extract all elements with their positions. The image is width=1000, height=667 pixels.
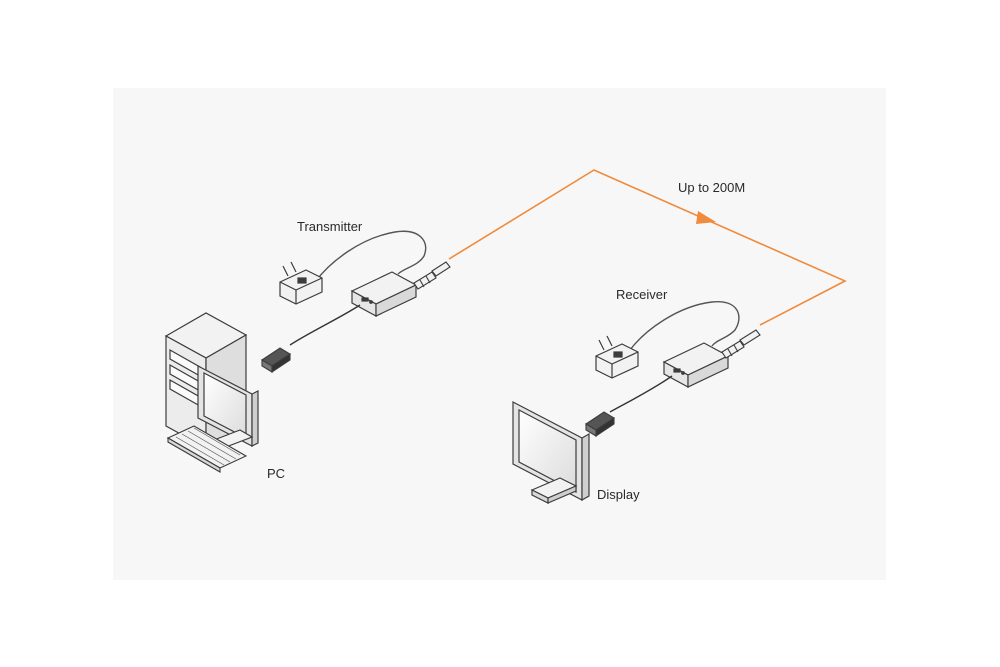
display-monitor-icon [512,401,590,504]
rx-hdmi-plug-icon [584,411,616,438]
pc-label: PC [267,466,286,481]
fiber-cable [448,169,847,326]
transmitter-label: Transmitter [297,219,363,234]
keyboard-icon [166,425,248,473]
distance-label: Up to 200M [678,180,746,195]
display-label: Display [597,487,640,502]
rx-hdmi-cable [609,375,673,413]
rx-power-cable [629,301,740,351]
tx-power-adapter-icon [279,261,323,305]
direction-arrow-icon [696,211,716,224]
rx-fiber-connector-icon [721,329,761,359]
receiver-label: Receiver [616,287,668,302]
receiver-box-icon [662,342,730,389]
tx-hdmi-cable [289,304,361,346]
transmitter-box-icon [350,271,418,318]
tx-fiber-connector-icon [413,261,451,290]
rx-power-adapter-icon [595,335,639,379]
tx-power-cable [314,230,427,283]
tx-hdmi-plug-icon [260,347,292,374]
